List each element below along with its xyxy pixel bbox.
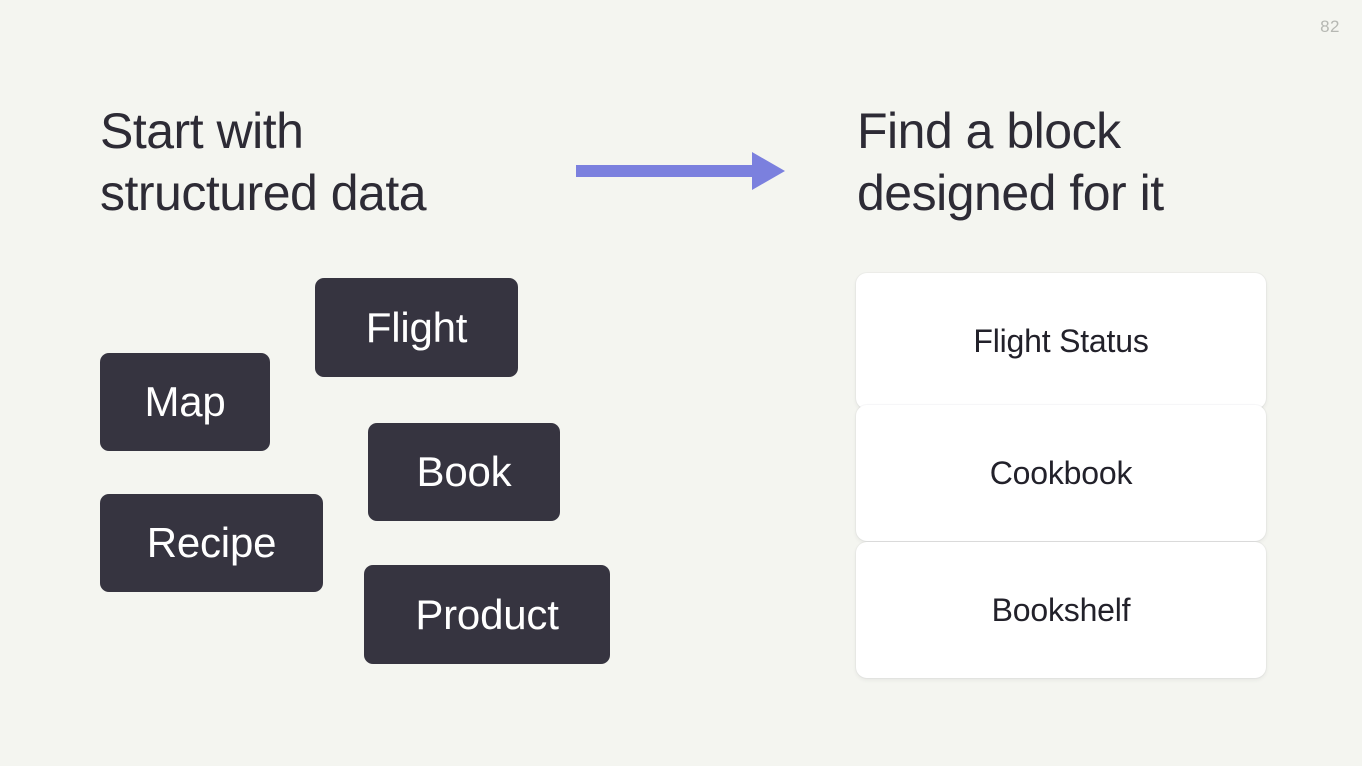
data-tag-flight[interactable]: Flight [315, 278, 518, 377]
data-tag-book[interactable]: Book [368, 423, 560, 521]
data-tag-product[interactable]: Product [364, 565, 610, 664]
data-tag-map[interactable]: Map [100, 353, 270, 451]
block-card-bookshelf[interactable]: Bookshelf [856, 542, 1266, 678]
right-heading: Find a block designed for it [857, 103, 1164, 221]
data-tag-recipe[interactable]: Recipe [100, 494, 323, 592]
block-card-flight-status[interactable]: Flight Status [856, 273, 1266, 409]
right-arrow-icon [576, 152, 785, 190]
page-number: 82 [1320, 17, 1340, 36]
block-card-cookbook[interactable]: Cookbook [856, 405, 1266, 541]
left-heading: Start with structured data [100, 103, 427, 221]
